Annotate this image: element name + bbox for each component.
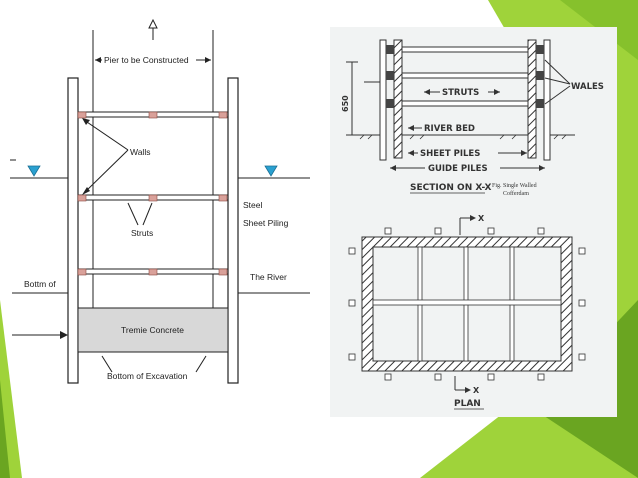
label-pier-to-be-constructed: Pier to be Constructed: [104, 55, 189, 65]
struts-leader-2: [142, 202, 153, 226]
sheet-pile-right: [227, 77, 239, 384]
green-shape-bottom-left-2: [0, 380, 10, 478]
label-sheet-piles: SHEET PILES: [420, 149, 480, 159]
walls-leader-2: [83, 149, 129, 194]
left-cofferdam-diagram: Pier to be Constructed Walls: [10, 18, 310, 384]
label-bottom-of-excavation: Bottom of Excavation: [107, 371, 188, 381]
section-dimension-650: 650: [341, 95, 350, 112]
pier-dim-arrow-left: [95, 57, 101, 63]
walls-arrow-1: [82, 118, 90, 125]
label-x-top: X: [478, 214, 485, 223]
label-wales: WALES: [571, 82, 604, 92]
strut-level-1: [77, 111, 229, 119]
water-level-marker-left: [27, 165, 41, 177]
label-tremie-concrete: Tremie Concrete: [121, 325, 184, 335]
excavation-leader-1: [101, 355, 113, 373]
green-shape-bottom-right-light: [420, 400, 638, 478]
label-sheet-piling: Sheet Piling: [243, 218, 289, 228]
label-steel: Steel: [243, 200, 262, 210]
label-guide-piles: GUIDE PILES: [428, 164, 488, 174]
section-view: 650 STRUTS: [341, 39, 604, 197]
label-struts-section: STRUTS: [442, 88, 479, 98]
plan-guide-piles: [348, 227, 586, 381]
label-x-bottom: X: [473, 386, 480, 395]
strut-level-2: [77, 194, 229, 202]
pier-up-arrow-head: [148, 18, 158, 29]
label-plan: PLAN: [454, 399, 481, 409]
label-river-bed: RIVER BED: [424, 124, 475, 134]
label-struts: Struts: [131, 228, 153, 238]
label-walls: Walls: [130, 147, 150, 157]
arrow-head-left: [60, 331, 68, 339]
walls-leader-1: [83, 119, 129, 151]
guide-pile-right: [543, 39, 551, 161]
struts-leader-1: [127, 202, 139, 226]
label-fig-caption-1: Fig. Single Walled: [492, 183, 537, 189]
label-fig-caption-2: Cofferdam: [503, 190, 529, 197]
right-cofferdam-drawing: 650 STRUTS: [330, 27, 617, 417]
sheet-pile-left-section: [393, 39, 403, 159]
strut-level-3: [77, 268, 229, 276]
green-shape-bottom-left: [0, 300, 22, 478]
label-the-river: The River: [250, 272, 287, 282]
label-section-on-xx: SECTION ON X-X: [410, 183, 492, 193]
excavation-leader-2: [195, 355, 207, 373]
label-bottom-of: Bottm of: [24, 279, 56, 289]
tremie-concrete-block: [77, 307, 229, 353]
pier-dim-arrow-right: [205, 57, 211, 63]
water-level-marker-right: [264, 165, 278, 177]
plan-view: X: [348, 214, 586, 410]
guide-pile-left: [379, 39, 387, 161]
sheet-pile-right-section: [527, 39, 537, 159]
sheet-pile-left: [67, 77, 79, 384]
walls-arrow-2: [82, 187, 90, 195]
